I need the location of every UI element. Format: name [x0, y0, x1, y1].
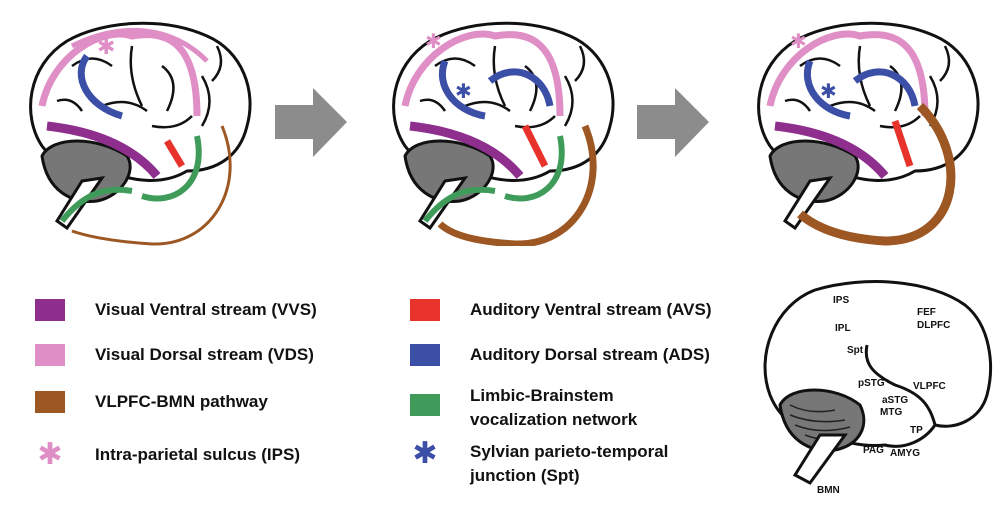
legend-label-ips: Intra-parietal sulcus (IPS) [95, 445, 300, 464]
legend-label-vds: Visual Dorsal stream (VDS) [95, 345, 314, 364]
ips-star-icon: ✱ [37, 438, 63, 471]
spt-star-icon: ✱ [412, 437, 438, 470]
atlas-label-mtg: MTG [880, 407, 903, 418]
atlas-label-fef: FEF [917, 307, 936, 318]
atlas-label-pstg: pSTG [858, 378, 885, 389]
ips-star-marker: ✱ [97, 34, 115, 59]
progression-arrow-1 [275, 88, 347, 157]
vvs-pathway [774, 121, 889, 179]
limbic-pathway [59, 135, 202, 223]
vds-pathway [38, 30, 201, 117]
ads-pathway [438, 59, 554, 120]
vlpfc-bmn-swatch [35, 391, 65, 413]
legend-label-spt-line2: junction (Spt) [470, 466, 580, 485]
legend-item-spt: ✱ Sylvian parieto-temporal junction (Spt… [410, 437, 669, 488]
legend-item-vvs: Visual Ventral stream (VVS) [35, 298, 317, 322]
legend-label-vvs: Visual Ventral stream (VVS) [95, 300, 317, 319]
atlas-label-vlpfc: VLPFC [913, 381, 946, 392]
atlas-label-spt: Spt [847, 345, 864, 356]
limbic-swatch [410, 394, 440, 416]
atlas-label-bmn: BMN [817, 485, 840, 496]
legend-item-ips: ✱ Intra-parietal sulcus (IPS) [35, 438, 300, 471]
legend-item-avs: Auditory Ventral stream (AVS) [410, 298, 712, 322]
brain-outline [757, 21, 980, 231]
vvs-pathway [409, 121, 524, 179]
brain-stage-1: ✱ [29, 21, 252, 246]
avs-pathway [891, 119, 914, 168]
atlas-brain-outline [763, 280, 993, 485]
legend-item-vlpfc-bmn: VLPFC-BMN pathway [35, 390, 268, 414]
vds-pathway [401, 30, 564, 117]
legend-label-limbic-line2: vocalization network [470, 410, 638, 429]
atlas-label-ipl: IPL [835, 323, 851, 334]
limbic-pathway [422, 135, 565, 223]
vlpfc-bmn-pathway [71, 125, 232, 246]
legend-label-vlpfc-bmn: VLPFC-BMN pathway [95, 392, 268, 411]
legend-label-ads: Auditory Dorsal stream (ADS) [470, 345, 710, 364]
ads-swatch [410, 344, 440, 366]
legend-label-avs: Auditory Ventral stream (AVS) [470, 300, 712, 319]
vds-pathway [766, 30, 929, 117]
vlpfc-bmn-pathway [437, 124, 597, 246]
legend-item-ads: Auditory Dorsal stream (ADS) [410, 343, 710, 367]
ads-pathway [77, 53, 124, 120]
legend-item-limbic: Limbic-Brainstem vocalization network [410, 384, 637, 432]
vds-swatch [35, 344, 65, 366]
vvs-pathway [46, 121, 161, 179]
vlpfc-bmn-pathway [797, 102, 956, 246]
brain-stage-2: ✱ ✱ [392, 21, 615, 246]
atlas-brain: IPS FEF DLPFC IPL Spt pSTG VLPFC aSTG MT… [755, 275, 995, 500]
vvs-swatch [35, 299, 65, 321]
spt-star-marker: ✱ [820, 81, 837, 103]
atlas-label-ips: IPS [833, 295, 850, 306]
atlas-label-pag: PAG [863, 445, 884, 456]
atlas-label-dlpfc: DLPFC [917, 320, 951, 331]
avs-pathway [521, 124, 549, 168]
atlas-label-amyg: AMYG [890, 448, 920, 459]
progression-arrow-2 [637, 88, 709, 157]
avs-pathway [163, 139, 186, 168]
vds-pathway-upper [70, 27, 209, 63]
legend-label-spt-line1: Sylvian parieto-temporal [470, 442, 669, 461]
legend-item-vds: Visual Dorsal stream (VDS) [35, 343, 314, 367]
brain-stage-3: ✱ ✱ [757, 21, 980, 246]
ads-pathway [803, 59, 919, 120]
spt-star-marker: ✱ [455, 81, 472, 103]
legend-label-limbic-line1: Limbic-Brainstem [470, 386, 614, 405]
atlas-label-tp: TP [910, 425, 923, 436]
ips-star-marker: ✱ [790, 31, 807, 53]
ips-star-marker: ✱ [425, 31, 442, 53]
atlas-label-astg: aSTG [882, 395, 909, 406]
avs-swatch [410, 299, 440, 321]
